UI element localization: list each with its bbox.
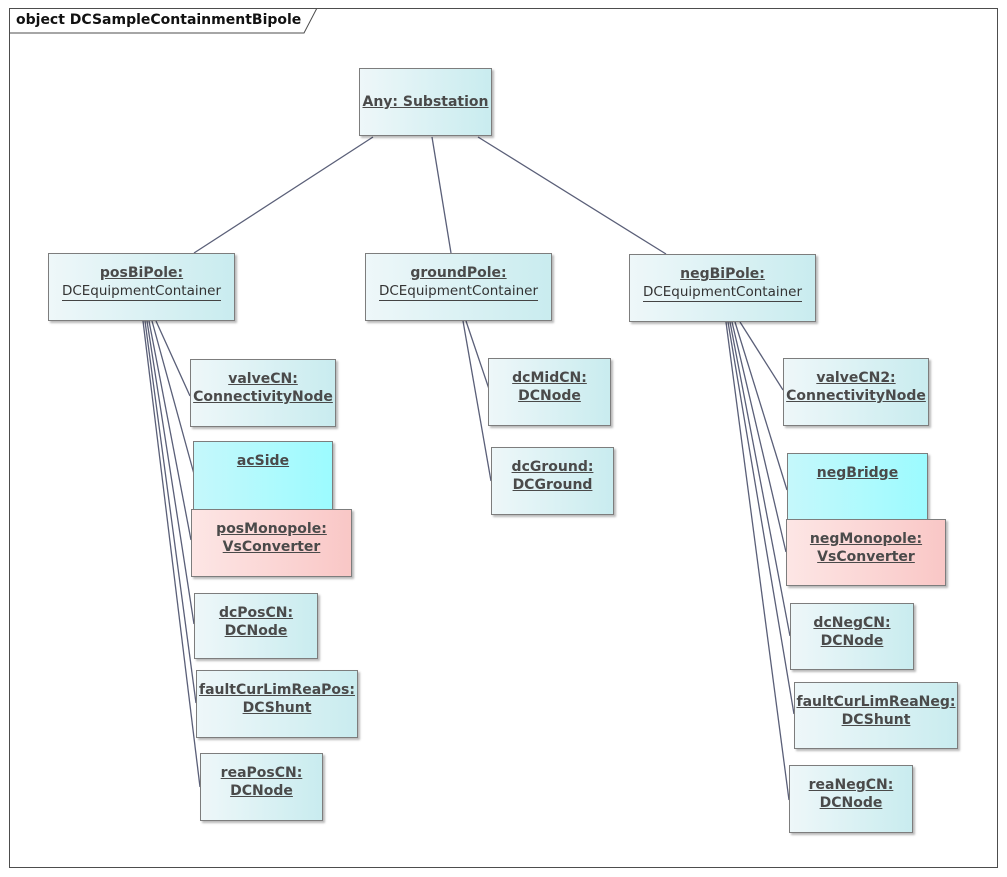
- link-negbipole-faultcurlimreaneg: [727, 321, 795, 715]
- link-substation-posbipole: [193, 136, 374, 254]
- node-posmonopole-name: posMonopole:: [216, 521, 327, 537]
- node-negbipole-type: DCEquipmentContainer: [642, 284, 803, 302]
- node-acside-name: acSide: [236, 453, 290, 469]
- node-faultcurlimreapos-type: DCShunt: [242, 700, 312, 716]
- link-posbipole-reaposcn: [142, 320, 201, 788]
- node-negmonopole-name: negMonopole:: [809, 531, 923, 547]
- frame-title-tab: [9, 8, 318, 34]
- node-substation[interactable]: Any: Substation: [359, 68, 492, 136]
- node-negmonopole[interactable]: negMonopole: VsConverter: [786, 519, 946, 586]
- node-dcground-type: DCGround: [512, 477, 593, 493]
- node-posmonopole-type: VsConverter: [222, 539, 321, 555]
- link-negbipole-negbridge: [734, 321, 788, 491]
- link-negbipole-negmonopole: [731, 321, 787, 553]
- node-dcmidcn-name: dcMidCN:: [512, 370, 587, 386]
- node-dcmidcn[interactable]: dcMidCN: DCNode: [488, 358, 611, 426]
- link-posbipole-dcposcn: [146, 320, 195, 625]
- node-groundpole[interactable]: groundPole: DCEquipmentContainer: [365, 253, 552, 321]
- node-posmonopole[interactable]: posMonopole: VsConverter: [191, 509, 352, 577]
- node-acside[interactable]: acSide: [193, 441, 333, 518]
- node-reanegcn-type: DCNode: [819, 795, 883, 811]
- node-negbridge-name: negBridge: [816, 465, 899, 481]
- node-faultcurlimreapos-name: faultCurLimReaPos:: [199, 682, 355, 698]
- node-dcposcn-type: DCNode: [224, 623, 288, 639]
- link-posbipole-faultcurlimreapos: [144, 320, 197, 704]
- link-negbipole-reanegcn: [725, 321, 790, 801]
- diagram-frame: [9, 8, 998, 868]
- node-faultcurlimreapos[interactable]: faultCurLimReaPos: DCShunt: [196, 670, 358, 738]
- node-negbipole-name: negBiPole:: [680, 266, 765, 282]
- node-posbipole-name: posBiPole:: [99, 265, 184, 281]
- node-dcground[interactable]: dcGround: DCGround: [491, 447, 614, 515]
- node-dcnegcn-name: dcNegCN:: [813, 615, 891, 631]
- node-substation-label: Any: Substation: [362, 94, 489, 110]
- frame-title: object DCSampleContainmentBipole: [16, 12, 302, 28]
- link-posbipole-posmonopole: [148, 320, 192, 541]
- node-dcposcn-name: dcPosCN:: [218, 605, 294, 621]
- node-valvecn[interactable]: valveCN: ConnectivityNode: [190, 359, 336, 427]
- link-groundpole-dcmidcn: [465, 320, 490, 390]
- node-valvecn-type: ConnectivityNode: [193, 389, 333, 405]
- node-dcmidcn-type: DCNode: [518, 388, 581, 404]
- node-dcnegcn-type: DCNode: [820, 633, 884, 649]
- node-faultcurlimreaneg-name: faultCurLimReaNeg:: [796, 694, 956, 710]
- node-negmonopole-type: VsConverter: [817, 549, 915, 565]
- node-reaposcn-name: reaPosCN:: [220, 765, 303, 781]
- node-posbipole-type: DCEquipmentContainer: [61, 283, 222, 301]
- node-reaposcn-type: DCNode: [230, 783, 293, 799]
- node-valvecn2-type: ConnectivityNode: [786, 388, 926, 404]
- node-reanegcn[interactable]: reaNegCN: DCNode: [789, 765, 913, 833]
- node-negbipole[interactable]: negBiPole: DCEquipmentContainer: [629, 254, 816, 322]
- link-negbipole-dcnegcn: [729, 321, 791, 637]
- node-dcground-name: dcGround:: [511, 459, 594, 475]
- link-groundpole-dcground: [462, 320, 492, 482]
- node-groundpole-type: DCEquipmentContainer: [378, 283, 539, 301]
- node-negbridge[interactable]: negBridge: [787, 453, 928, 529]
- node-valvecn2[interactable]: valveCN2: ConnectivityNode: [783, 358, 929, 426]
- node-dcnegcn[interactable]: dcNegCN: DCNode: [790, 603, 914, 670]
- node-faultcurlimreaneg-type: DCShunt: [841, 712, 911, 728]
- node-dcposcn[interactable]: dcPosCN: DCNode: [194, 593, 318, 659]
- node-faultcurlimreaneg[interactable]: faultCurLimReaNeg: DCShunt: [794, 682, 958, 749]
- link-substation-groundpole: [431, 136, 452, 254]
- node-posbipole[interactable]: posBiPole: DCEquipmentContainer: [48, 253, 235, 321]
- link-substation-negbipole: [477, 136, 667, 255]
- node-valvecn2-name: valveCN2:: [816, 370, 896, 386]
- node-reanegcn-name: reaNegCN:: [808, 777, 894, 793]
- link-posbipole-acside: [151, 320, 195, 475]
- node-groundpole-name: groundPole:: [410, 265, 507, 281]
- node-reaposcn[interactable]: reaPosCN: DCNode: [200, 753, 323, 821]
- node-valvecn-name: valveCN:: [228, 371, 298, 387]
- link-posbipole-valvecn: [155, 320, 191, 397]
- link-negbipole-valvecn2: [739, 321, 784, 391]
